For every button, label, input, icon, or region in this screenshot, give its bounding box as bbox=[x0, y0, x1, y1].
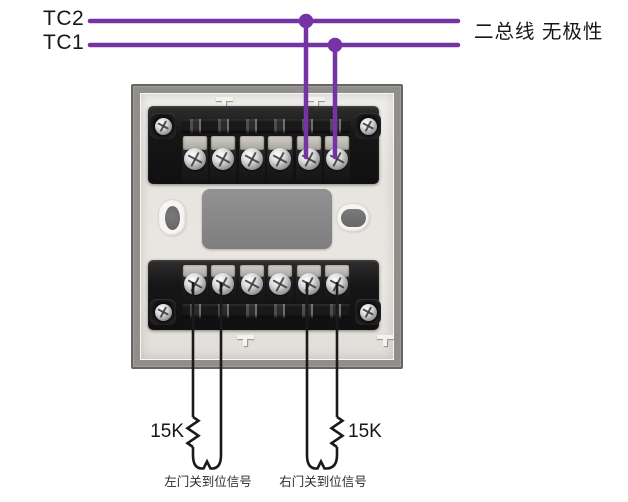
mount-hole-left bbox=[159, 200, 186, 236]
right-resistor-value: 15K bbox=[348, 421, 382, 442]
terminal bbox=[295, 136, 322, 182]
left-door-signal-label: 左门关到位信号 bbox=[164, 475, 252, 489]
corner-screw-icon bbox=[355, 299, 381, 325]
left-resistor-icon bbox=[185, 415, 201, 449]
terminal-label-plate bbox=[211, 136, 236, 150]
terminal-label-plate bbox=[296, 136, 321, 150]
bus-junction-dots bbox=[298, 13, 343, 53]
terminal-screw-icon bbox=[297, 148, 320, 170]
tc2-label: TC2 bbox=[43, 7, 85, 30]
terminal bbox=[323, 136, 350, 182]
terminal bbox=[182, 265, 208, 303]
bottom-terminals bbox=[182, 265, 350, 303]
terminal bbox=[182, 136, 208, 182]
mount-tab-icon bbox=[237, 335, 254, 346]
terminal-screw-icon bbox=[297, 273, 320, 295]
left-resistor-value: 15K bbox=[150, 421, 184, 442]
mount-tab-icon bbox=[308, 97, 325, 108]
terminal-screw-icon bbox=[184, 273, 206, 295]
terminal-label-plate bbox=[239, 136, 264, 150]
corner-screw-icon bbox=[355, 113, 381, 139]
tc1-label: TC1 bbox=[43, 31, 85, 54]
terminal-clamp-row bbox=[182, 304, 350, 318]
terminal bbox=[267, 265, 294, 303]
corner-screw-icon bbox=[150, 299, 176, 325]
terminal-screw-icon bbox=[269, 273, 292, 295]
junction-dot bbox=[298, 13, 314, 29]
right-resistor-icon bbox=[329, 415, 345, 449]
mount-tab-icon bbox=[377, 335, 394, 346]
terminal-screw-icon bbox=[325, 273, 348, 295]
terminal bbox=[238, 265, 265, 303]
terminal bbox=[210, 265, 237, 303]
mount-hole-right bbox=[337, 204, 370, 232]
terminal-screw-icon bbox=[184, 148, 206, 170]
terminal bbox=[323, 265, 350, 303]
terminal-label-plate bbox=[268, 136, 293, 150]
mount-tab-icon bbox=[216, 97, 233, 108]
terminal bbox=[238, 136, 265, 182]
terminal bbox=[267, 136, 294, 182]
terminal-clamp-row bbox=[182, 119, 350, 133]
top-terminal-block bbox=[148, 106, 379, 184]
junction-dot bbox=[327, 37, 343, 53]
terminal-screw-icon bbox=[240, 273, 263, 295]
terminal bbox=[210, 136, 237, 182]
terminal-label-plate bbox=[183, 136, 207, 150]
top-terminals bbox=[182, 136, 350, 182]
module-label-area bbox=[202, 189, 332, 249]
bus-note-label: 二总线 无极性 bbox=[474, 21, 604, 43]
terminal-module bbox=[131, 84, 403, 369]
terminal-screw-icon bbox=[212, 148, 235, 170]
terminal-screw-icon bbox=[240, 148, 263, 170]
terminal-screw-icon bbox=[269, 148, 292, 170]
terminal bbox=[295, 265, 322, 303]
corner-screw-icon bbox=[150, 113, 176, 139]
right-door-signal-label: 右门关到位信号 bbox=[279, 475, 367, 489]
terminal-screw-icon bbox=[325, 148, 348, 170]
bottom-terminal-block bbox=[148, 260, 379, 330]
